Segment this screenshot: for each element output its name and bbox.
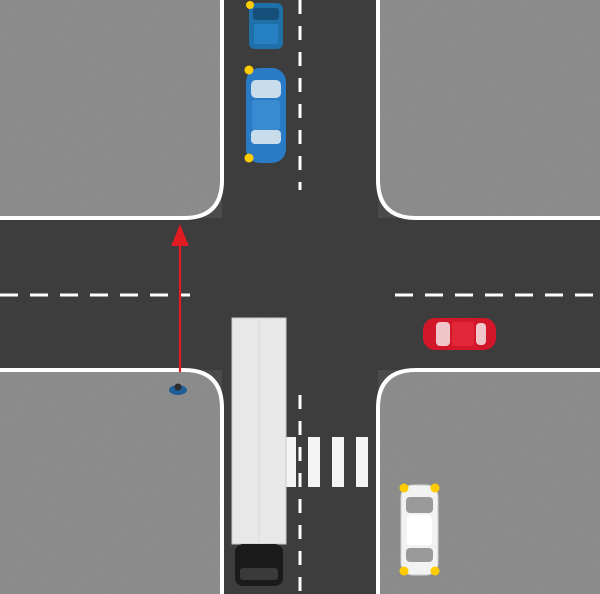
blinker-icon — [246, 1, 254, 9]
crosswalk — [286, 437, 368, 487]
white-truck — [231, 317, 287, 586]
sidewalk-bottom-left — [0, 370, 222, 594]
blinker-icon — [430, 483, 440, 493]
blinker-icon — [399, 566, 409, 576]
blinker-icon — [399, 483, 409, 493]
sidewalk-top-left — [0, 0, 222, 218]
pedestrian-icon — [169, 383, 187, 395]
red-car — [423, 318, 496, 350]
blue-sedan — [244, 65, 286, 163]
blinker-icon — [430, 566, 440, 576]
blinker-icon — [244, 65, 254, 75]
blinker-icon — [244, 153, 254, 163]
sidewalk-top-right — [378, 0, 600, 218]
blue-van — [246, 1, 283, 49]
white-car — [399, 483, 440, 576]
